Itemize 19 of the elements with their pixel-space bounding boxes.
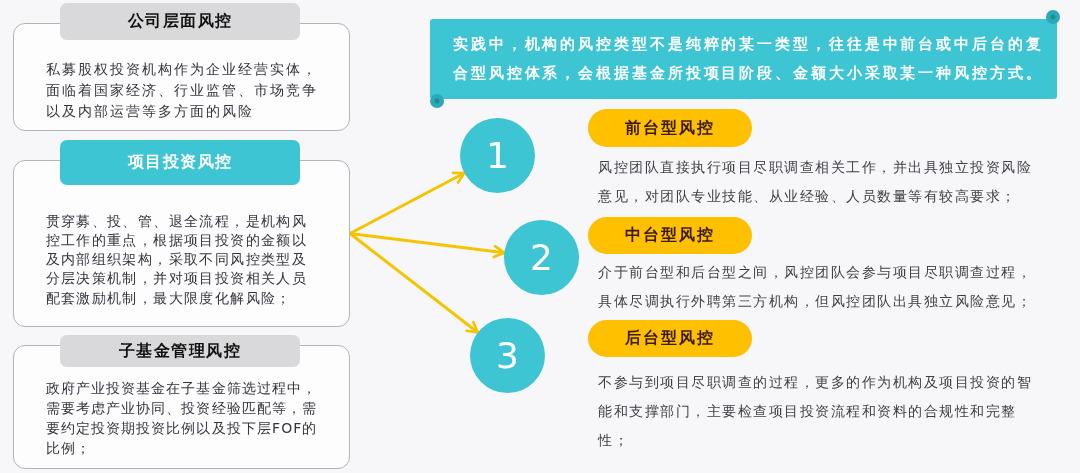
title-pill: 后台型风控	[588, 320, 752, 357]
title-pill: 前台型风控	[588, 109, 752, 147]
heading-tab: 子基金管理风控	[60, 335, 300, 367]
description-text: 不参与到项目尽职调查的过程，更多的作为机构及项目投资的智能和支撑部门，主要检查项目投资流程和资料的合规性和完整性；	[598, 373, 1033, 450]
banner-text: 实践中，机构的风控类型不是纯粹的某一类型，往往是中前台或中后台的复合型风控体系，会根据基金所投项目阶段、金额大小采取某一种风控方式。	[453, 34, 1045, 84]
ribbon-banner	[430, 19, 1057, 99]
heading-tab: 公司层面风控	[60, 3, 300, 40]
card-text: 政府产业投资基金在子基金筛选过程中，需要考虑产业协同、投资经验匹配等，需要约定投资期投资比例以及投下层FOF的比例；	[45, 378, 319, 458]
number-circle: 1	[460, 118, 535, 193]
card-text: 私募股权投资机构作为企业经营实体，面临着国家经济、行业监管、市场竞争以及内部运营等多方面的风险	[45, 59, 319, 121]
number-circle: 3	[470, 318, 545, 393]
title-pill: 中台型风控	[588, 217, 752, 254]
card-text: 贯穿募、投、管、退全流程，是机构风控工作的重点，根据项目投资的金额以及内部组织架构，采取不同风控类型及分层决策机制，并对项目投资相关人员配套激励机制，最大限度化解风险；	[45, 211, 309, 308]
arrow	[348, 171, 466, 235]
heading-tab: 项目投资风控	[60, 140, 300, 185]
arrow	[348, 232, 480, 335]
description-text: 介于前台型和后台型之间，风控团队会参与项目尽职调查过程，具体尽调执行外聘第三方机构，但风控团队出具独立风险意见；	[598, 263, 1033, 311]
description-text: 风控团队直接执行项目尽职调查相关工作，并出具独立投资风险意见，对团队专业技能、从业经验、人员数量等有较高要求；	[598, 158, 1033, 206]
number-circle: 2	[504, 220, 579, 295]
